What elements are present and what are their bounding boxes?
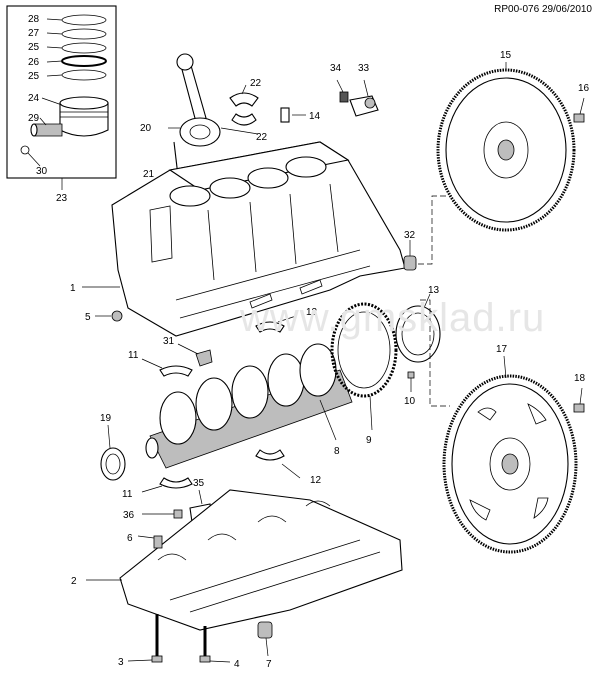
crankshaft	[145, 343, 353, 469]
cylinder-bore-2	[209, 177, 251, 199]
bedplate-dowel	[137, 535, 163, 549]
callout-23: 23	[56, 193, 68, 204]
callout-22-lower: 22	[256, 132, 268, 143]
callout-labels: 28 27 25 26 25 24 29 30 23 20 22 22 21 1…	[28, 14, 590, 670]
callout-1: 1	[70, 283, 76, 294]
crankshaft-front-seal	[100, 424, 126, 481]
piston-pin	[33, 123, 63, 137]
main-bearing-lower	[141, 449, 301, 493]
callout-4: 4	[234, 659, 240, 670]
callout-30: 30	[36, 166, 48, 177]
callout-26: 26	[28, 57, 40, 68]
inset-frame	[6, 5, 117, 179]
oil-gallery-plug	[403, 240, 417, 271]
callout-11-lower: 11	[122, 489, 133, 500]
callout-17: 17	[496, 344, 508, 355]
rod-big-end	[179, 117, 221, 147]
callout-24: 24	[28, 93, 40, 104]
reluctor-bolt	[407, 371, 415, 392]
flywheel-manual	[436, 62, 576, 232]
callout-3: 3	[118, 657, 124, 668]
block-plug	[95, 310, 123, 322]
callout-29: 29	[28, 113, 40, 124]
callout-20: 20	[140, 123, 152, 134]
callout-16: 16	[578, 83, 590, 94]
callout-32: 32	[404, 230, 416, 241]
callout-18: 18	[574, 373, 586, 384]
callout-10: 10	[404, 396, 416, 407]
callout-7: 7	[266, 659, 272, 670]
callout-8: 8	[334, 446, 340, 457]
lower-crankcase	[86, 489, 403, 631]
callout-35: 35	[193, 478, 205, 489]
callout-13: 13	[428, 285, 440, 296]
rod-bearing-upper	[229, 92, 259, 107]
callout-22-upper: 22	[250, 78, 262, 89]
bedplate-bolt-short	[199, 626, 231, 663]
connecting-rod	[179, 61, 207, 123]
reluctor-ring	[330, 302, 398, 431]
drain-plug	[257, 621, 273, 657]
diagram-reference-code: RP00-076 29/06/2010	[494, 4, 592, 15]
rod-bearing-lower	[231, 113, 257, 126]
callout-6: 6	[127, 533, 133, 544]
callout-28: 28	[28, 14, 40, 25]
circlip	[20, 145, 30, 155]
callout-2: 2	[71, 576, 77, 587]
callout-5: 5	[85, 312, 91, 323]
watermark: www.gmsklad.ru	[240, 296, 546, 340]
crankshaft-rear-seal	[395, 293, 441, 363]
callout-33: 33	[358, 63, 370, 74]
callout-14: 14	[309, 111, 321, 122]
callout-12-upper: 12	[306, 307, 318, 318]
main-bearing-upper	[141, 315, 297, 377]
callout-31: 31	[163, 336, 175, 347]
callout-21: 21	[143, 169, 155, 180]
crankshaft-nose	[145, 437, 159, 459]
cylinder-bore-3	[247, 167, 289, 189]
alignment-lines	[418, 195, 450, 407]
knock-sensor	[336, 79, 379, 117]
callout-27: 27	[28, 28, 40, 39]
callout-25-upper: 25	[28, 42, 40, 53]
flexplate-bolt-18	[573, 387, 585, 413]
callout-15: 15	[500, 50, 512, 61]
cylinder-bore-4	[285, 156, 327, 178]
callout-19: 19	[100, 413, 112, 424]
piston-kit-inset	[6, 5, 117, 190]
callout-12-lower: 12	[310, 475, 322, 486]
callout-25-lower: 25	[28, 71, 40, 82]
cylinder-block	[82, 141, 406, 337]
flexplate-automatic	[442, 355, 578, 554]
cylinder-bore-1	[169, 185, 211, 207]
callout-36: 36	[123, 510, 135, 521]
callout-34: 34	[330, 63, 342, 74]
bedplate-bolt-long	[127, 614, 163, 663]
dowel-pin	[280, 107, 306, 123]
callout-9: 9	[366, 435, 372, 446]
callout-11-upper: 11	[128, 350, 139, 361]
flywheel-bolt-16	[573, 97, 585, 123]
piston-oil-jet	[177, 343, 213, 367]
